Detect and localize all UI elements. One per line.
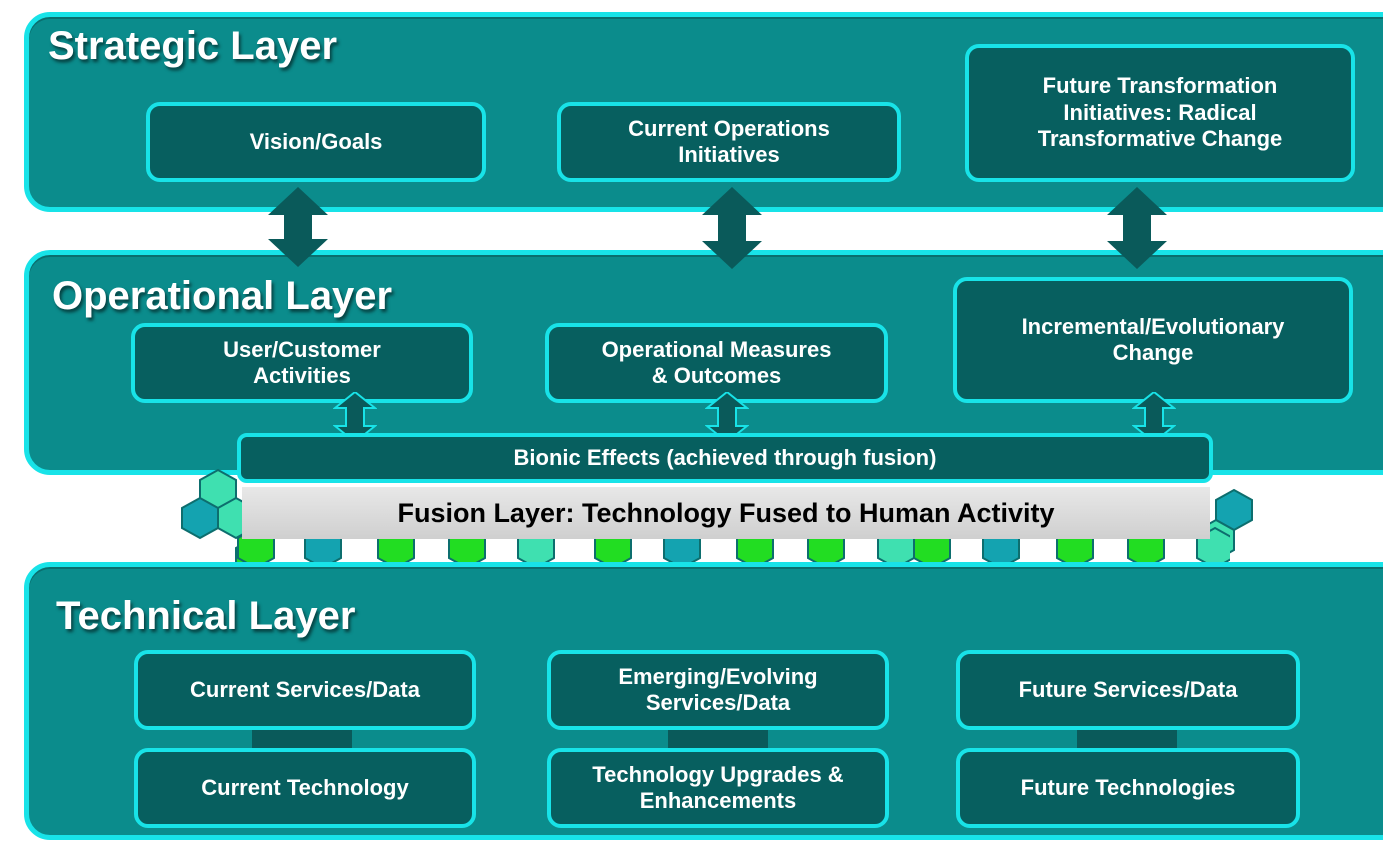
current-technology-box: Current Technology — [134, 748, 476, 828]
operational-bionic-arrow-1 — [333, 392, 377, 442]
operational-measures-outcomes-box: Operational Measures & Outcomes — [545, 323, 888, 403]
current-services-data-box: Current Services/Data — [134, 650, 476, 730]
incremental-evolutionary-change-box: Incremental/Evolutionary Change — [953, 277, 1353, 403]
future-services-data-box: Future Services/Data — [956, 650, 1300, 730]
vision-goals-box: Vision/Goals — [146, 102, 486, 182]
technical-layer-title: Technical Layer — [56, 594, 356, 638]
future-technologies-box: Future Technologies — [956, 748, 1300, 828]
emerging-upgrades-connector — [668, 730, 768, 748]
strategic-operational-arrow-3 — [1107, 187, 1167, 269]
strategic-operational-arrow-1 — [268, 187, 328, 267]
emerging-evolving-services-data-box: Emerging/Evolving Services/Data — [547, 650, 889, 730]
current-services-technology-connector — [252, 730, 352, 748]
current-operations-initiatives-box: Current Operations Initiatives — [557, 102, 901, 182]
technology-upgrades-enhancements-box: Technology Upgrades & Enhancements — [547, 748, 889, 828]
user-customer-activities-box: User/Customer Activities — [131, 323, 473, 403]
bionic-effects-bar: Bionic Effects (achieved through fusion) — [237, 433, 1213, 483]
operational-layer-title: Operational Layer — [52, 274, 393, 318]
operational-bionic-arrow-2 — [705, 392, 749, 442]
strategic-layer-title: Strategic Layer — [48, 24, 338, 68]
future-transformation-initiatives-box: Future Transformation Initiatives: Radic… — [965, 44, 1355, 182]
fusion-layer-bar: Fusion Layer: Technology Fused to Human … — [242, 487, 1210, 539]
operational-bionic-arrow-3 — [1132, 392, 1176, 442]
strategic-operational-arrow-2 — [702, 187, 762, 269]
future-services-technologies-connector — [1077, 730, 1177, 748]
